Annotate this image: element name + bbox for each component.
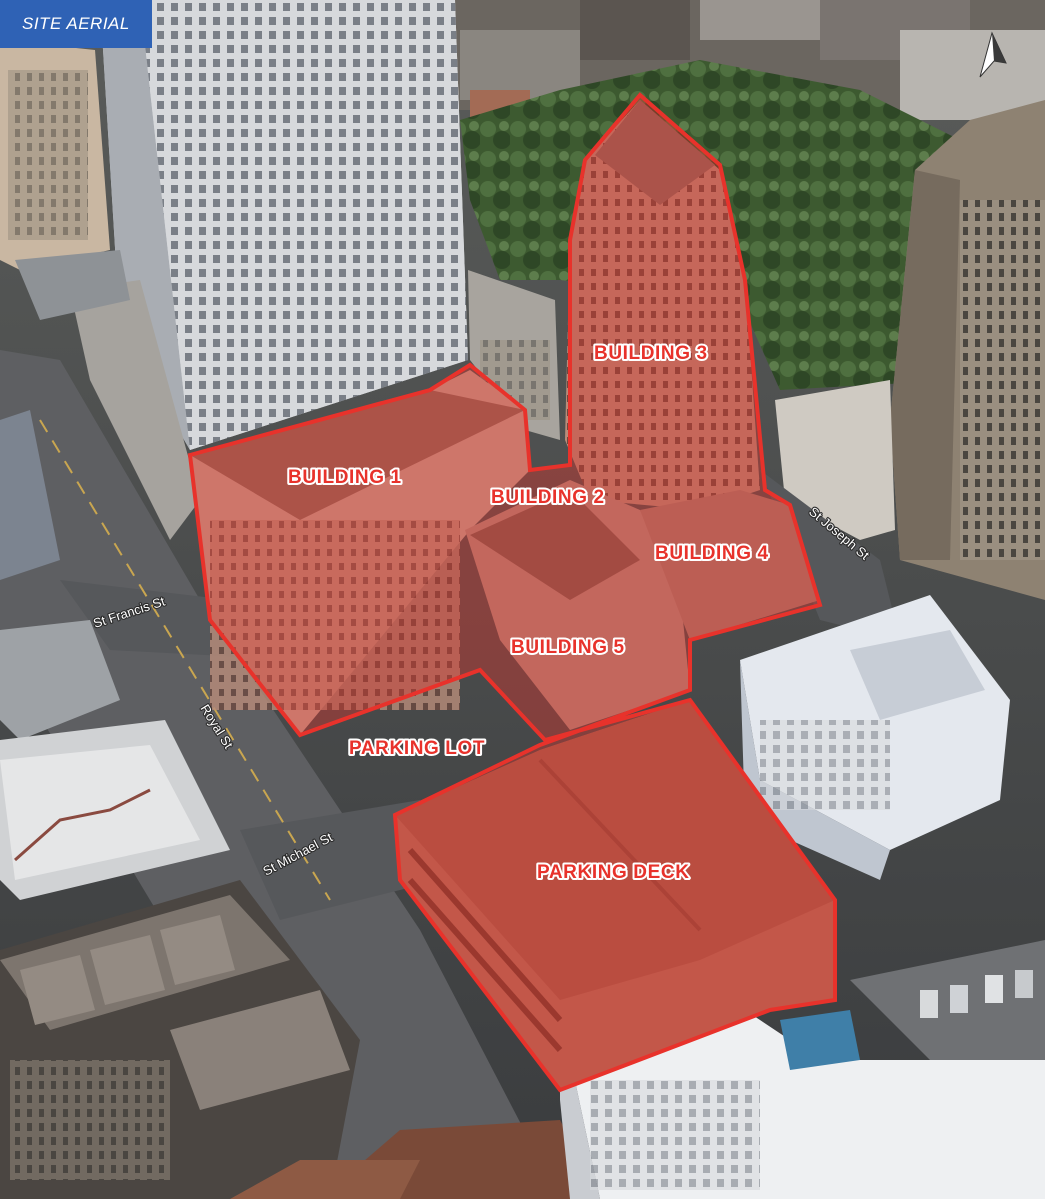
right-low-building (775, 380, 895, 540)
site-boundary (187, 92, 837, 1093)
site-labels: BUILDING 1 BUILDING 2 BUILDING 3 BUILDIN… (286, 341, 770, 885)
white-tower (100, 0, 468, 450)
label-building-1: BUILDING 1 (288, 467, 402, 488)
label-parking-deck: PARKING DECK (537, 862, 690, 883)
site-buildings-base (190, 100, 835, 1090)
site-boundary-polygon (187, 92, 837, 1093)
label-parking-lot: PARKING LOT (349, 738, 485, 759)
label-building-2: BUILDING 2 (491, 487, 605, 508)
label-building-5: BUILDING 5 (511, 637, 625, 658)
label-building-4: BUILDING 4 (655, 543, 769, 564)
bottom-brick-roofs (230, 1120, 600, 1199)
left-parking-structure (15, 250, 200, 540)
white-hotel-right (740, 595, 1010, 880)
left-lower-buildings (0, 410, 230, 900)
label-building-3: BUILDING 3 (594, 343, 708, 364)
north-arrow-icon (979, 31, 1007, 78)
roads (0, 350, 900, 1199)
right-tower (890, 100, 1045, 600)
left-building-far (0, 40, 110, 270)
right-parking-lot (850, 940, 1045, 1080)
page-title: SITE AERIAL (0, 0, 152, 48)
bottom-left-building (0, 880, 360, 1199)
